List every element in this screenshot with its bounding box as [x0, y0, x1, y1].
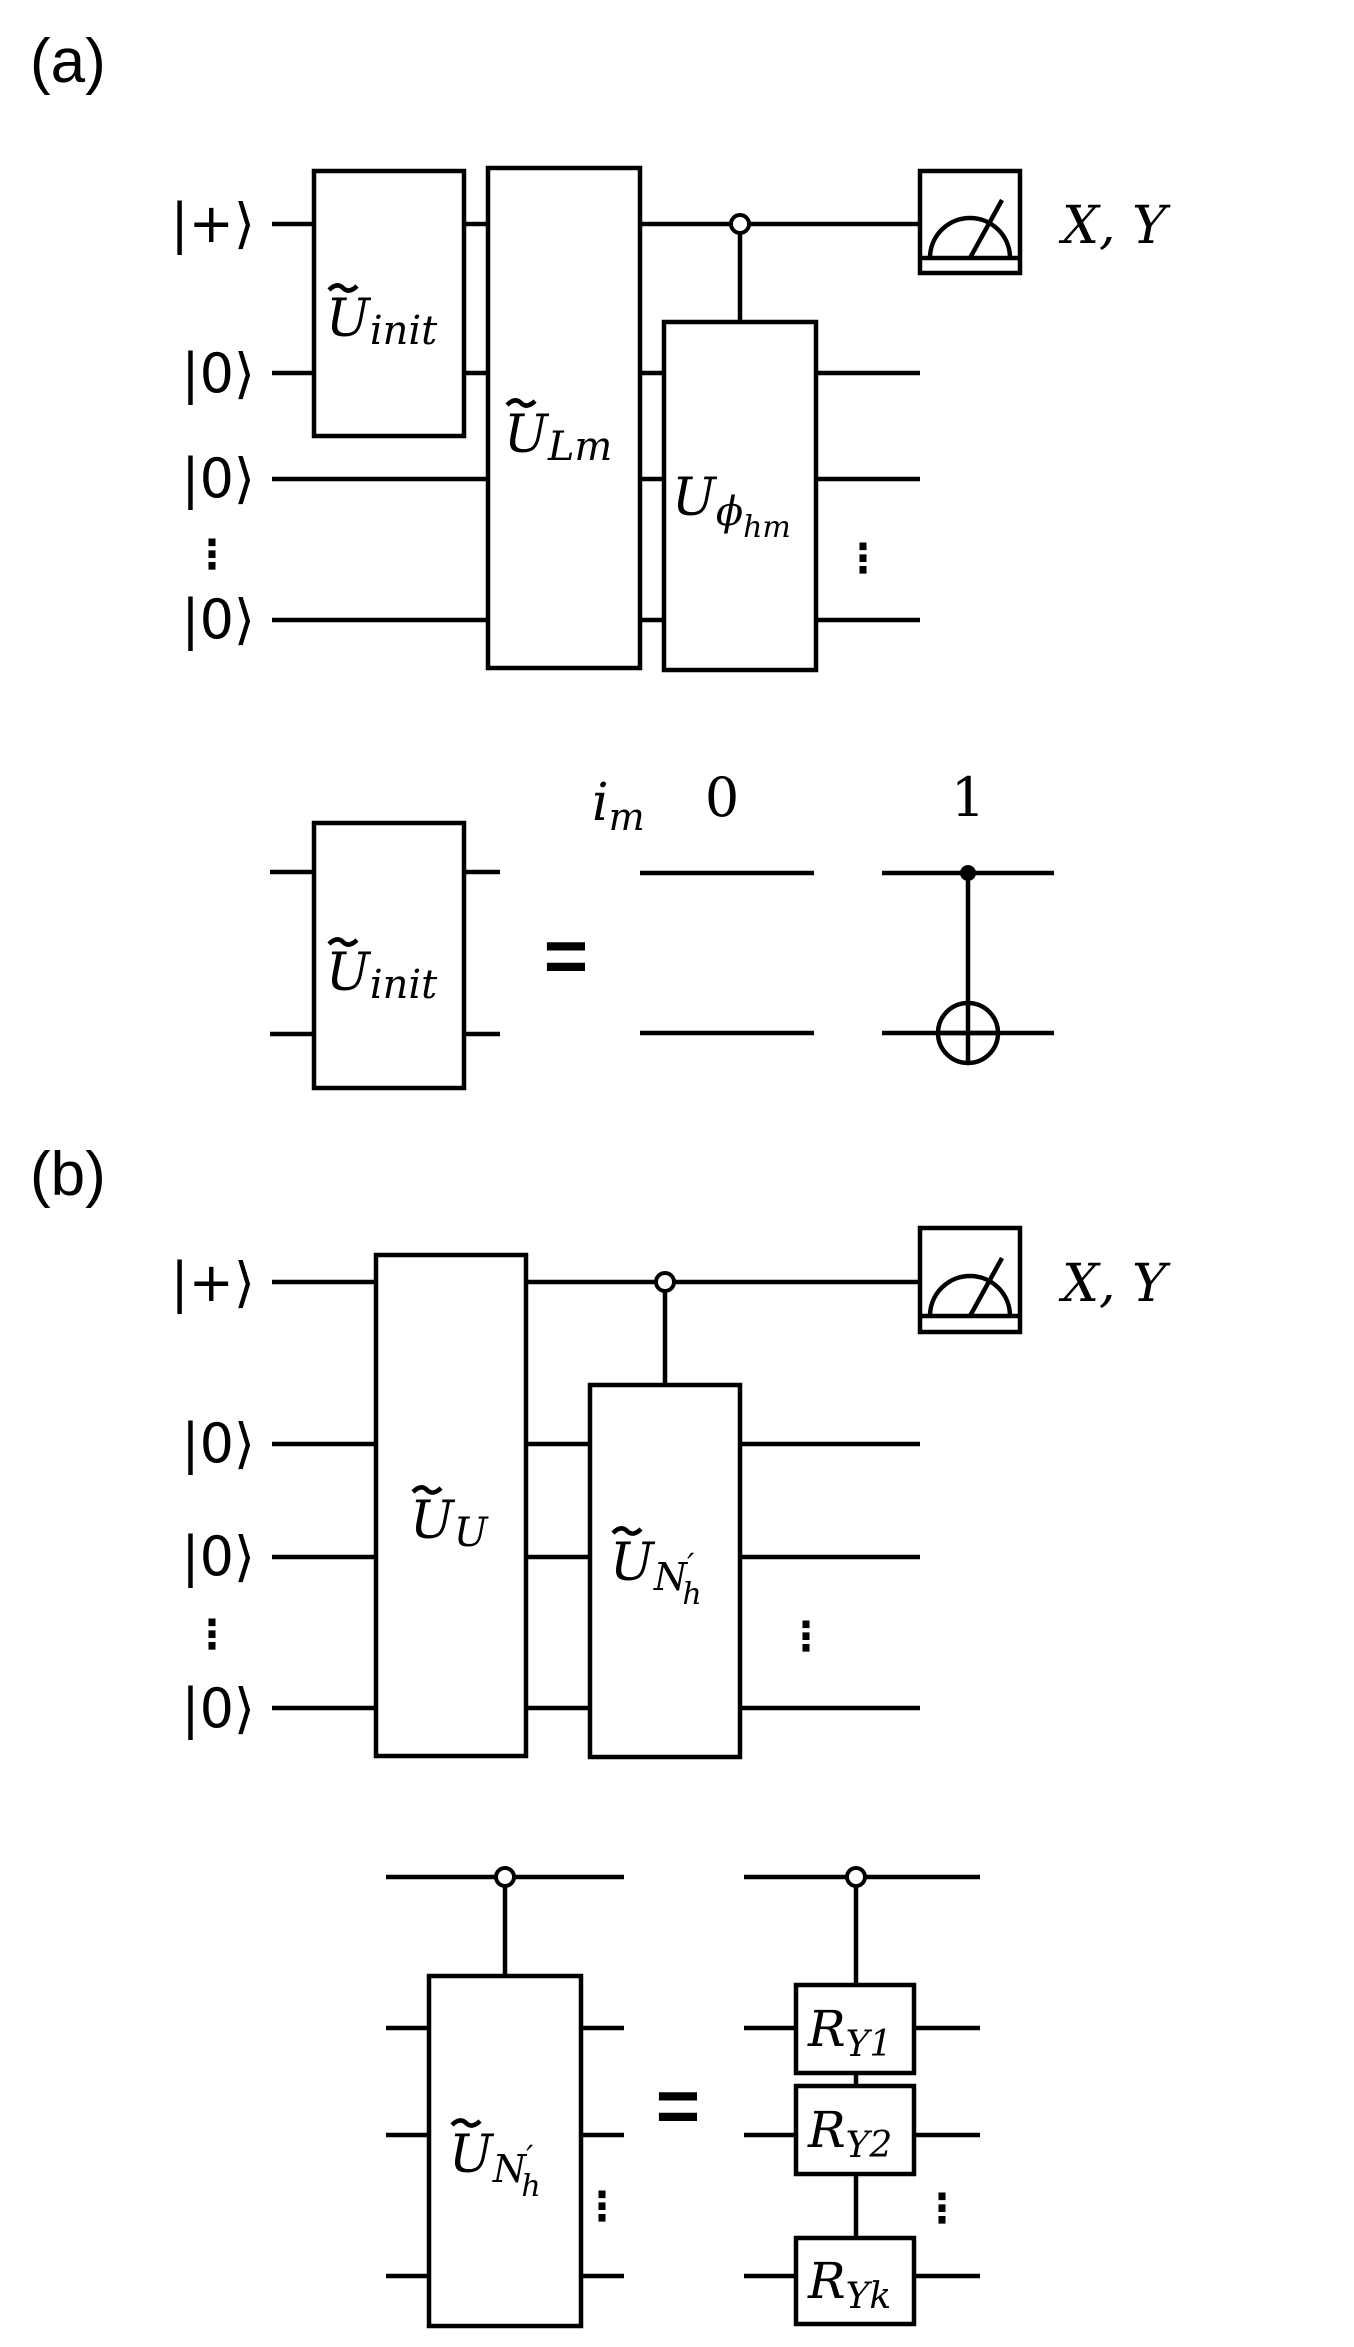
- gate-u-init-symbol: Uinit: [326, 289, 438, 354]
- circuit-wires: [272, 1279, 920, 1711]
- filled-control-dot: [960, 865, 976, 881]
- gate-u-u: UU: [373, 1252, 529, 1759]
- measurement-label: X, Y: [1058, 1254, 1171, 1314]
- gate-u-u-symbol: UU: [410, 1491, 489, 1556]
- case-1-label: 1: [951, 766, 985, 829]
- input-ket-zero-2: |0⟩: [181, 1525, 255, 1588]
- open-control-dot: [845, 1866, 867, 1888]
- gate-u-lm: ULm: [485, 165, 643, 671]
- tilde-mark: [505, 398, 537, 408]
- open-control-dot: [654, 1271, 676, 1293]
- circuit-wires: [272, 221, 920, 623]
- tilde-mark: [611, 1526, 643, 1536]
- measurement-label: X, Y: [1058, 196, 1171, 256]
- rotation-gate-ryk: RYk: [793, 2235, 917, 2327]
- panel-b: (b) |+⟩ |0⟩ |0⟩ ⋮ |0⟩ UU UN: [30, 1140, 1171, 2329]
- rotation-gate-ry2-label: RY2: [807, 2101, 892, 2166]
- vertical-ellipsis: ⋮: [843, 536, 883, 582]
- rotation-gate-ry1: RY1: [793, 1982, 917, 2076]
- gate-u-n-symbol: UN′h: [610, 1533, 702, 1612]
- input-ket-zero-2: |0⟩: [181, 447, 255, 510]
- input-ket-zero-1: |0⟩: [181, 1412, 255, 1475]
- measurement-meter-icon: [917, 1225, 1023, 1335]
- tilde-mark: [327, 937, 359, 947]
- panel-a: (a) |+⟩ |0⟩ |0⟩ ⋮ |0⟩ Uinit: [30, 27, 1171, 1091]
- equals-sign: =: [656, 2064, 700, 2149]
- input-ket-plus: |+⟩: [170, 192, 255, 255]
- input-ket-plus: |+⟩: [170, 1251, 255, 1314]
- u-init-definition: Uinit = im 0 1: [270, 766, 1054, 1091]
- gate-u-init-symbol: Uinit: [326, 943, 438, 1008]
- vertical-ellipsis: ⋮: [192, 1612, 232, 1658]
- rotation-gate-ryk-label: RYk: [807, 2252, 891, 2317]
- gate-u-lm-symbol: ULm: [504, 405, 612, 470]
- tilde-mark: [411, 1485, 443, 1495]
- controlled-gate-u-n: UN′h: [587, 1271, 743, 1760]
- measurement-meter-icon: [917, 168, 1023, 276]
- gate-u-n-symbol: UN′h: [449, 2125, 541, 2204]
- index-label: im: [592, 773, 645, 839]
- u-n-definition: UN′h ⋮ = RY1 RY2 RYk: [386, 1866, 980, 2329]
- input-ket-zero-1: |0⟩: [181, 342, 255, 405]
- vertical-ellipsis: ⋮: [582, 2184, 622, 2230]
- gate-u-phi-symbol: Uϕhm: [672, 468, 791, 545]
- open-control-dot: [494, 1866, 516, 1888]
- input-ket-zero-3: |0⟩: [181, 588, 255, 651]
- gate-u-init: Uinit: [311, 168, 467, 439]
- panel-a-label: (a): [30, 27, 106, 96]
- rotation-gate-ry2: RY2: [793, 2083, 917, 2177]
- vertical-ellipsis: ⋮: [786, 1614, 826, 1660]
- vertical-ellipsis: ⋮: [922, 2186, 962, 2232]
- panel-b-label: (b): [30, 1140, 106, 1209]
- open-control-dot: [729, 213, 751, 235]
- rotation-gate-ry1-label: RY1: [807, 2000, 892, 2065]
- equals-sign: =: [544, 914, 588, 999]
- tilde-mark: [450, 2118, 482, 2128]
- vertical-ellipsis: ⋮: [192, 532, 232, 578]
- case-0-label: 0: [705, 766, 739, 829]
- input-ket-zero-3: |0⟩: [181, 1677, 255, 1740]
- controlled-gate-u-phi: Uϕhm: [661, 213, 819, 673]
- tilde-mark: [327, 283, 359, 293]
